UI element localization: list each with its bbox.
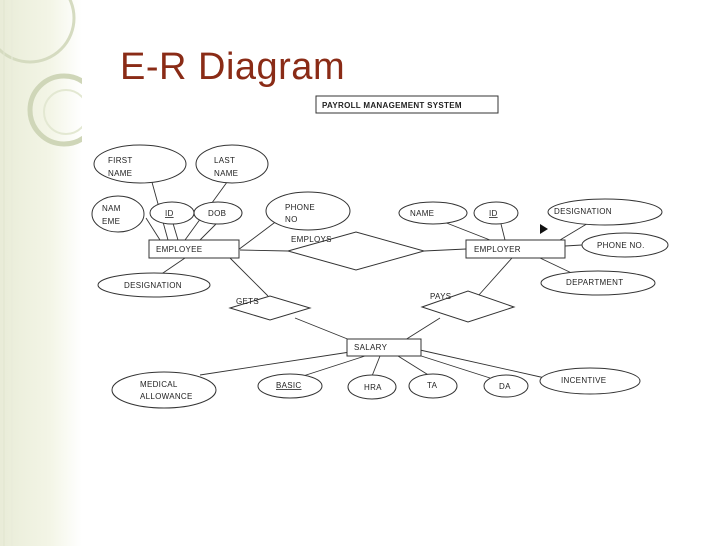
relationship-pays-label: PAYS	[430, 292, 451, 301]
attr-employer-designation: DESIGNATION	[547, 198, 663, 226]
attr-ta: TA	[408, 373, 458, 399]
attr-phone-no: PHONE NO	[265, 191, 351, 231]
line-employs-employer	[423, 248, 467, 252]
attr-medical-allowance: MEDICAL ALLOWANCE	[111, 371, 217, 409]
attr-basic-label: BASIC	[276, 381, 302, 390]
line-phone-employee	[237, 219, 279, 251]
attr-ta-label: TA	[427, 381, 438, 390]
attr-first-name-label-1: FIRST	[108, 156, 133, 165]
attr-basic: BASIC	[257, 373, 323, 399]
attr-medical-label-2: ALLOWANCE	[140, 392, 193, 401]
attr-emp-designation-label: DESIGNATION	[124, 281, 182, 290]
attr-name-eme-label-1: NAM	[102, 204, 121, 213]
attr-first-name-label-2: NAME	[108, 169, 132, 178]
entity-salary-label: SALARY	[354, 343, 388, 352]
attr-dob: DOB	[193, 201, 243, 225]
entity-salary: SALARY	[346, 338, 422, 357]
relationship-gets: GETS	[228, 295, 312, 321]
line-medical-salary	[199, 351, 351, 376]
attr-name-eme: NAM EME	[91, 195, 145, 233]
attr-name-eme-label-2: EME	[102, 217, 120, 226]
entity-employer: EMPLOYER	[465, 239, 566, 259]
line-ename-employer	[443, 221, 491, 241]
line-edesignation-employer	[559, 221, 591, 241]
attr-last-name-label-1: LAST	[214, 156, 235, 165]
attr-employer-id-label: ID	[489, 209, 498, 218]
attr-dob-label: DOB	[208, 209, 226, 218]
relationship-gets-label: GETS	[236, 297, 259, 306]
attr-hra: HRA	[347, 374, 397, 400]
line-gets-salary	[294, 317, 356, 343]
attr-incentive: INCENTIVE	[539, 367, 641, 395]
attr-phone-no-label-1: PHONE	[285, 203, 315, 212]
attr-hra-label: HRA	[364, 383, 382, 392]
attr-department: DEPARTMENT	[540, 270, 656, 296]
attr-medical-label-1: MEDICAL	[140, 380, 178, 389]
relationship-employs-label: EMPLOYS	[291, 235, 332, 244]
system-title: PAYROLL MANAGEMENT SYSTEM	[322, 101, 462, 110]
attr-emp-id: ID	[149, 201, 195, 225]
attr-emp-id-label: ID	[165, 209, 174, 218]
connector-lines	[145, 174, 591, 379]
relationship-employs: EMPLOYS	[286, 231, 426, 271]
attr-employer-phone-label: PHONE NO.	[597, 241, 645, 250]
system-title-box: PAYROLL MANAGEMENT SYSTEM	[315, 95, 499, 114]
line-da-salary	[414, 353, 491, 379]
line-name-employee	[145, 217, 161, 241]
attr-employer-name: NAME	[398, 201, 468, 225]
attr-phone-no-label-2: NO	[285, 215, 298, 224]
line-ephone-employer	[564, 244, 583, 247]
attr-employer-designation-label: DESIGNATION	[554, 207, 612, 216]
line-incentive-salary	[419, 349, 546, 379]
attr-da-label: DA	[499, 382, 511, 391]
line-hra-salary	[371, 355, 381, 377]
line-pays-salary	[404, 317, 441, 341]
entity-employee-label: EMPLOYEE	[156, 245, 202, 254]
attr-employer-id: ID	[473, 201, 519, 225]
attr-da: DA	[483, 374, 529, 398]
line-employee-gets	[229, 257, 269, 297]
attr-last-name: LAST NAME	[195, 144, 269, 184]
relationship-pays: PAYS	[420, 290, 516, 323]
attr-emp-designation: DESIGNATION	[97, 272, 211, 298]
attr-employer-name-label: NAME	[410, 209, 434, 218]
line-basic-salary	[299, 355, 366, 378]
slide-title: E-R Diagram	[120, 46, 346, 88]
attr-department-label: DEPARTMENT	[566, 278, 623, 287]
attr-incentive-label: INCENTIVE	[561, 376, 606, 385]
arrow-marker-icon	[540, 224, 548, 234]
attr-employer-phone: PHONE NO.	[581, 232, 669, 258]
entity-employee: EMPLOYEE	[148, 239, 240, 259]
line-dob-employee	[199, 221, 219, 241]
attr-first-name: FIRST NAME	[93, 144, 187, 184]
line-designation-employee	[159, 257, 186, 276]
line-ta-salary	[397, 355, 431, 377]
line-employer-pays	[477, 257, 513, 297]
entity-employer-label: EMPLOYER	[474, 245, 521, 254]
line-employee-employs	[239, 249, 289, 252]
attr-last-name-label-2: NAME	[214, 169, 238, 178]
decorative-sidebar	[0, 0, 101, 546]
